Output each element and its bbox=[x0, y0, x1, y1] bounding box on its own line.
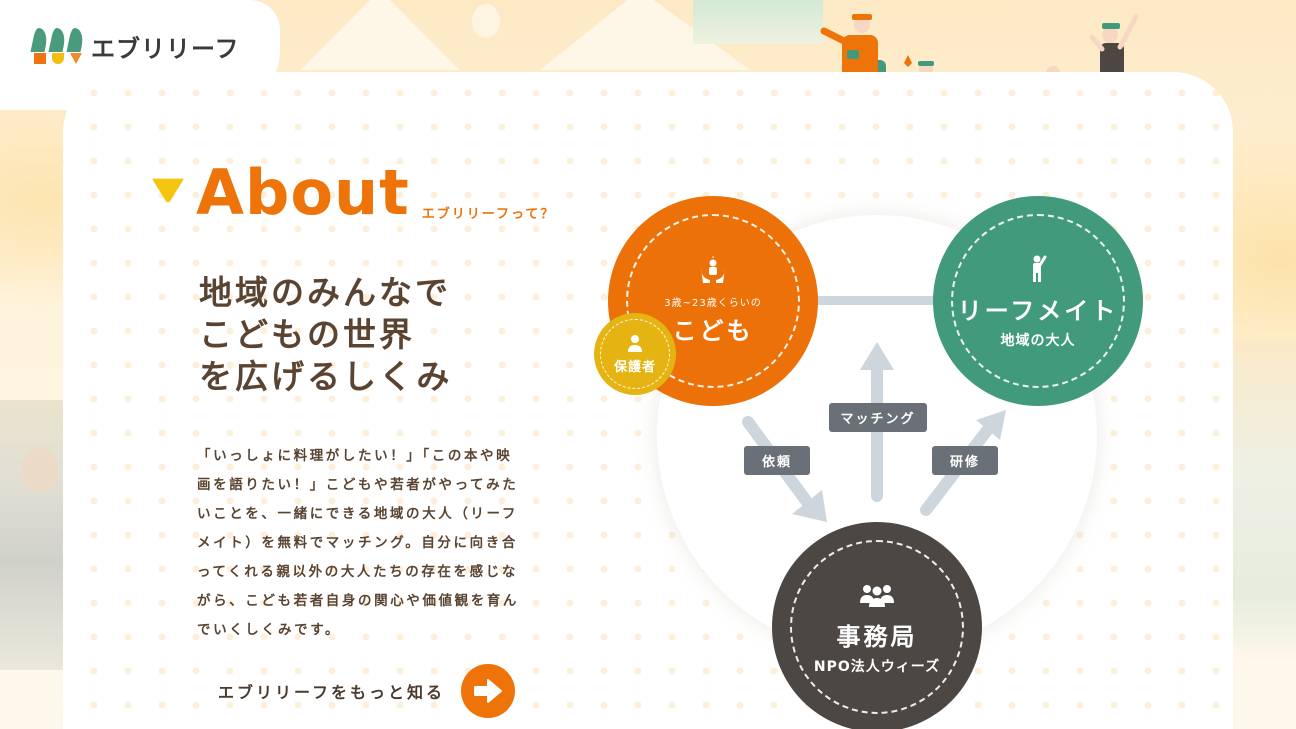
headline-line: 地域のみんなで bbox=[199, 273, 451, 312]
node-leafmate[interactable]: リーフメイト 地域の大人 bbox=[933, 196, 1143, 406]
bg-photo-student bbox=[0, 400, 70, 670]
arrow-label-request: 依頼 bbox=[744, 446, 810, 475]
connector-line bbox=[810, 296, 950, 305]
site-logo[interactable]: エブリリーフ bbox=[30, 28, 240, 64]
leafmate-label: リーフメイト bbox=[957, 296, 1119, 325]
headline: 地域のみんなで こどもの世界 を広げるしくみ bbox=[199, 272, 452, 398]
bg-photo-child bbox=[1226, 340, 1296, 660]
node-kodomo[interactable]: 3歳~23歳くらいの こども bbox=[608, 196, 818, 406]
arrow-label-training: 研修 bbox=[932, 446, 998, 475]
kodomo-label: こども bbox=[672, 317, 754, 345]
arrow-right-icon bbox=[474, 679, 503, 703]
leaf-triangle-icon bbox=[152, 178, 184, 202]
office-label: 事務局 bbox=[836, 622, 918, 651]
learn-more-link[interactable]: エブリリーフをもっと知る bbox=[218, 664, 516, 718]
person-icon bbox=[628, 334, 642, 352]
leafmate-sub: 地域の大人 bbox=[1000, 332, 1076, 349]
logo-text: エブリリーフ bbox=[91, 34, 240, 63]
child-held-hands-icon bbox=[701, 256, 725, 283]
node-office[interactable]: 事務局 NPO法人ウィーズ bbox=[772, 522, 982, 729]
bg-sun bbox=[472, 4, 500, 38]
logo-mark-icon bbox=[30, 28, 86, 64]
learn-more-label: エブリリーフをもっと知る bbox=[218, 683, 446, 702]
office-sub: NPO法人ウィーズ bbox=[813, 658, 941, 675]
bg-trees bbox=[693, 0, 823, 44]
about-heading: About エブリリーフって？ bbox=[152, 162, 555, 224]
parent-label: 保護者 bbox=[613, 359, 656, 375]
description: 「いっしょに料理がしたい！」「この本や映画を語りたい！」こどもや若者がやってみた… bbox=[197, 448, 519, 638]
kodomo-age-label: 3歳~23歳くらいの bbox=[664, 298, 762, 309]
group-icon bbox=[860, 584, 894, 607]
section-subtitle: エブリリーフって？ bbox=[421, 207, 556, 222]
headline-line: を広げるしくみ bbox=[199, 357, 453, 396]
arrow-label-matching: マッチング bbox=[829, 403, 927, 432]
section-title: About bbox=[196, 156, 410, 229]
node-parent[interactable]: 保護者 bbox=[594, 313, 676, 395]
bg-mountain bbox=[300, 0, 460, 70]
adult-waving-icon bbox=[1033, 255, 1047, 282]
headline-line: こどもの世界 bbox=[199, 315, 415, 354]
learn-more-button[interactable] bbox=[461, 664, 516, 718]
